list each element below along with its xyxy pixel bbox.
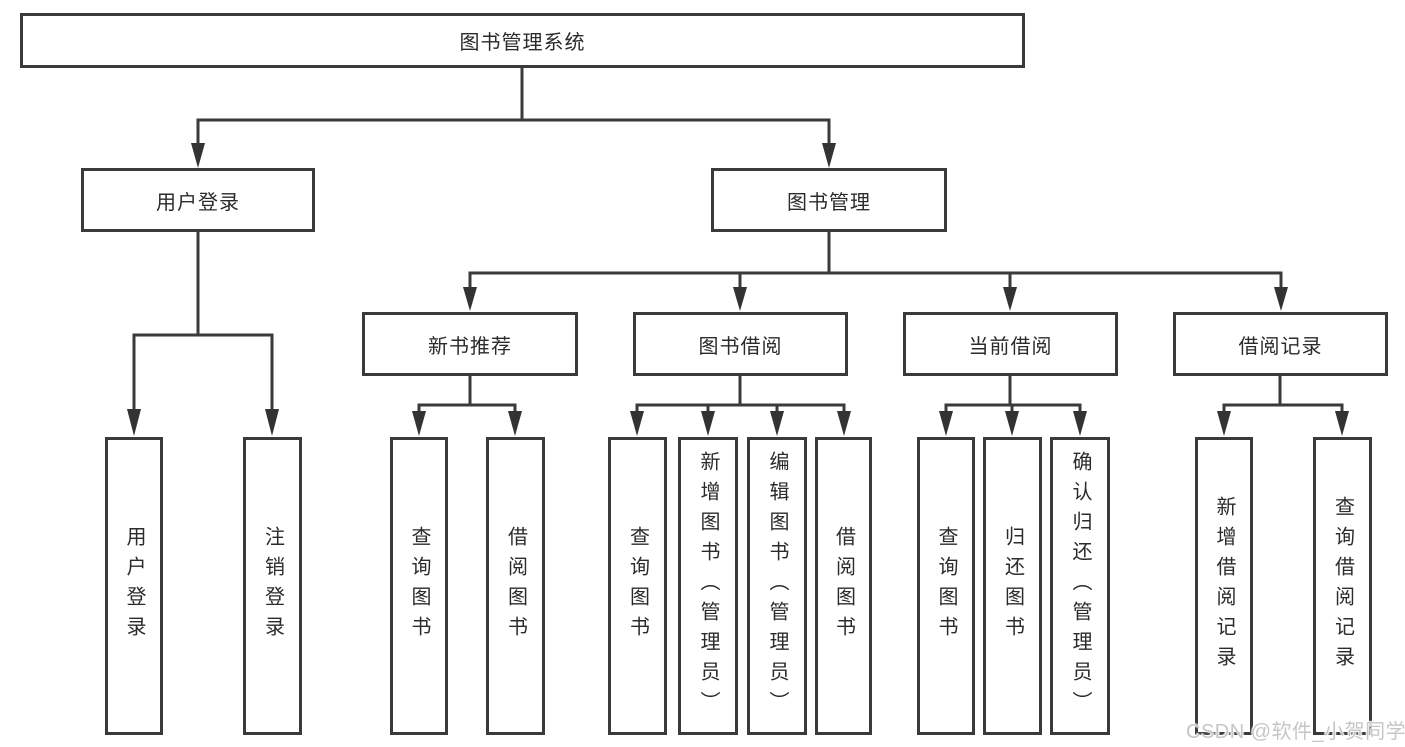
leaf-add-borrow-record: 新增借阅记录 [1195,437,1253,735]
leaf-borrow-books-1: 借阅图书 [486,437,545,735]
leaf-logout: 注销登录 [243,437,302,735]
arrowhead [265,409,279,436]
arrowhead [1274,287,1288,311]
node-label: 借阅图书 [504,526,527,646]
connector-borrow-records-group [1222,376,1344,414]
arrowhead [412,411,426,436]
node-label: 归还图书 [1001,526,1024,646]
node-label: 查询图书 [626,526,649,646]
node-label: 当前借阅 [968,335,1053,358]
node-book-management: 图书管理 [711,168,947,232]
arrowhead [939,411,953,436]
node-label: 注销登录 [261,526,284,646]
leaf-user-login: 用户登录 [105,437,163,735]
leaf-add-book-admin: 新增图书（管理员） [678,437,738,735]
arrowhead [191,143,205,168]
node-current-borrowing: 当前借阅 [903,312,1118,376]
csdn-watermark: CSDN @软件_小贺同学 [1186,721,1405,743]
node-label: 编辑图书（管理员） [766,451,788,721]
arrowhead [127,409,141,436]
node-user-login: 用户登录 [81,168,315,232]
node-label: 新增借阅记录 [1213,496,1235,676]
node-library-management-system: 图书管理系统 [20,13,1025,68]
leaf-edit-book-admin: 编辑图书（管理员） [747,437,807,735]
connector-book-borrowing-group [635,376,846,414]
node-label: 用户登录 [123,526,145,646]
node-label: 用户登录 [156,191,240,214]
connector-root-to-level2 [196,68,831,146]
arrowhead [770,411,784,436]
node-label: 图书借阅 [698,335,783,358]
leaf-confirm-return-admin: 确认归还（管理员） [1050,437,1110,735]
node-label: 图书管理 [787,191,871,214]
arrowhead [1335,411,1349,436]
leaf-query-borrow-record: 查询借阅记录 [1313,437,1372,735]
leaf-query-books-3: 查询图书 [917,437,975,735]
node-label: 确认归还（管理员） [1069,451,1091,721]
leaf-return-book: 归还图书 [983,437,1042,735]
node-book-borrowing: 图书借阅 [633,312,848,376]
arrowhead [1073,411,1087,436]
arrowhead [630,411,644,436]
node-label: 新增图书（管理员） [697,451,719,721]
leaf-query-books-2: 查询图书 [608,437,667,735]
connector-current-borrowing-group [944,376,1082,414]
leaf-borrow-books-2: 借阅图书 [815,437,872,735]
node-label: 查询借阅记录 [1331,496,1354,676]
node-new-book-recommend: 新书推荐 [362,312,578,376]
node-label: 借阅图书 [832,526,855,646]
arrowhead [701,411,715,436]
connector-new-book-group [417,376,517,414]
node-label: 查询图书 [408,526,430,646]
node-borrow-records: 借阅记录 [1173,312,1388,376]
node-label: 图书管理系统 [459,32,586,54]
arrowhead [463,287,477,311]
arrowhead [508,411,522,436]
connector-user-login-group [132,232,274,412]
arrowhead [1005,411,1019,436]
connector-book-management-to-level3 [468,232,1283,290]
arrowhead [837,411,851,436]
node-label: 借阅记录 [1238,335,1323,358]
node-label: 新书推荐 [428,335,512,358]
arrowhead [1217,411,1231,436]
arrowhead [733,287,747,311]
leaf-query-books-1: 查询图书 [390,437,448,735]
arrowhead [822,143,836,168]
arrowhead [1003,287,1017,311]
node-label: 查询图书 [935,526,957,646]
